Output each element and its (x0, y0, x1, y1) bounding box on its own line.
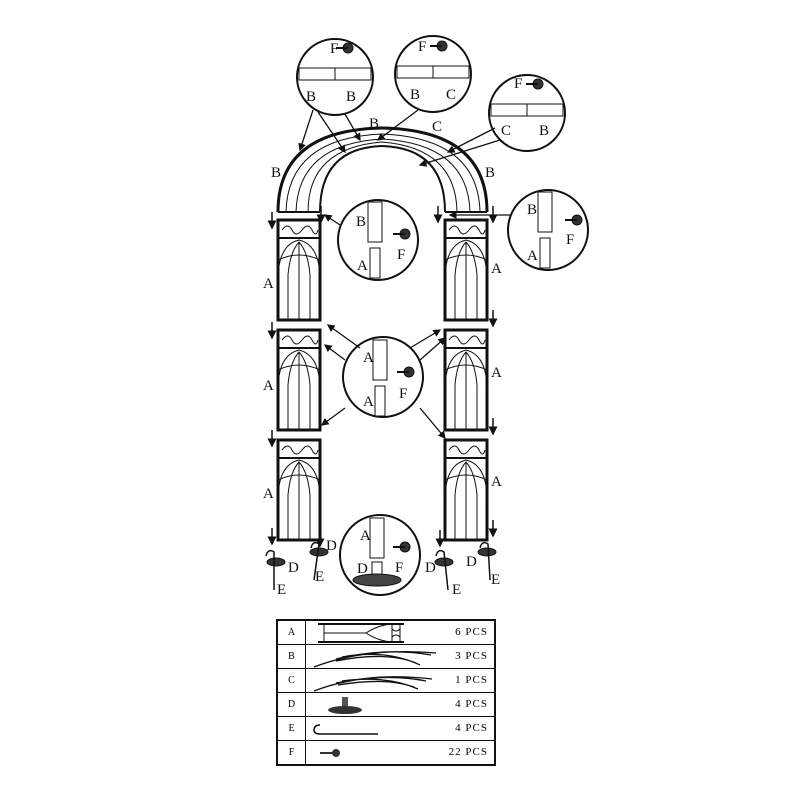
arch-top (276, 126, 489, 213)
label-top-b: B (369, 116, 379, 132)
part-qty: 4 PCS (455, 698, 488, 710)
part-key: F (276, 740, 306, 766)
label-panel-a: A (491, 261, 502, 277)
part-key: E (276, 716, 306, 741)
panel-icon (318, 623, 404, 643)
panel-right-2 (443, 328, 489, 432)
leader-arrows (298, 109, 510, 439)
part-key: B (276, 644, 306, 669)
label-panel-a: A (263, 276, 274, 292)
panel-right-1 (443, 218, 489, 322)
label-panel-a: A (263, 378, 274, 394)
callout-label: A (360, 528, 371, 544)
callout-label: F (330, 41, 338, 57)
label-d: D (466, 554, 477, 570)
table-row: F 22 PCS (276, 740, 496, 766)
callout-label: F (399, 386, 407, 402)
part-key: D (276, 692, 306, 717)
parts-table: A 6 PCS B 3 PCS C 1 PCS D 4 PCS E 4 PCS … (276, 619, 496, 766)
callout-6 (342, 336, 424, 418)
part-qty: 3 PCS (455, 650, 488, 662)
label-top-c: C (432, 119, 442, 135)
label-d: D (425, 560, 436, 576)
part-qty: 6 PCS (455, 626, 488, 638)
callout-label: B (356, 214, 366, 230)
part-qty: 1 PCS (455, 674, 488, 686)
panel-left-3 (276, 438, 322, 542)
callout-label: B (527, 202, 537, 218)
callout-label: A (363, 394, 374, 410)
callout-label: B (306, 89, 316, 105)
label-d: D (288, 560, 299, 576)
callout-circles (296, 35, 589, 596)
part-key: C (276, 668, 306, 693)
callout-details (298, 65, 564, 587)
label-panel-a: A (491, 365, 502, 381)
callout-label: F (397, 247, 405, 263)
callout-label: B (539, 123, 549, 139)
label-e: E (491, 572, 500, 588)
callout-label: D (357, 561, 368, 577)
callout-label: F (418, 39, 426, 55)
callout-1 (296, 38, 374, 116)
part-qty: 4 PCS (455, 722, 488, 734)
base-parts (265, 541, 497, 591)
table-row: C 1 PCS (276, 668, 496, 693)
label-right-b: B (485, 165, 495, 181)
callout-label: A (363, 350, 374, 366)
table-row: A 6 PCS (276, 619, 496, 645)
label-panel-a: A (491, 474, 502, 490)
callout-label: C (501, 123, 511, 139)
callout-2 (394, 35, 472, 113)
callout-7 (339, 514, 421, 596)
arch-bar-icon (313, 650, 436, 668)
callout-3 (488, 74, 566, 152)
label-left-b: B (271, 165, 281, 181)
callout-label: F (566, 232, 574, 248)
table-row: E 4 PCS (276, 716, 496, 741)
callout-label: B (346, 89, 356, 105)
callout-4 (337, 199, 419, 281)
callout-label: F (395, 560, 403, 576)
label-panel-a: A (263, 486, 274, 502)
callout-label: F (514, 76, 522, 92)
arch-bar-icon (313, 676, 433, 692)
callout-label: A (357, 258, 368, 274)
label-e: E (452, 582, 461, 598)
table-row: D 4 PCS (276, 692, 496, 717)
table-row: B 3 PCS (276, 644, 496, 669)
insert-arrows (267, 206, 498, 548)
label-e: E (315, 569, 324, 585)
panel-left-2 (276, 328, 322, 432)
screw-icon (320, 749, 340, 757)
callout-label: A (527, 248, 538, 264)
part-key: A (276, 619, 306, 645)
ground-stake-icon (313, 724, 378, 735)
callout-5 (507, 189, 589, 271)
base-plate-icon (328, 697, 362, 714)
panel-right-3 (443, 438, 489, 542)
callout-label: B (410, 87, 420, 103)
part-qty: 22 PCS (448, 746, 488, 758)
panel-left-1 (276, 218, 322, 322)
label-d: D (326, 538, 337, 554)
label-e: E (277, 582, 286, 598)
callout-label: C (446, 87, 456, 103)
